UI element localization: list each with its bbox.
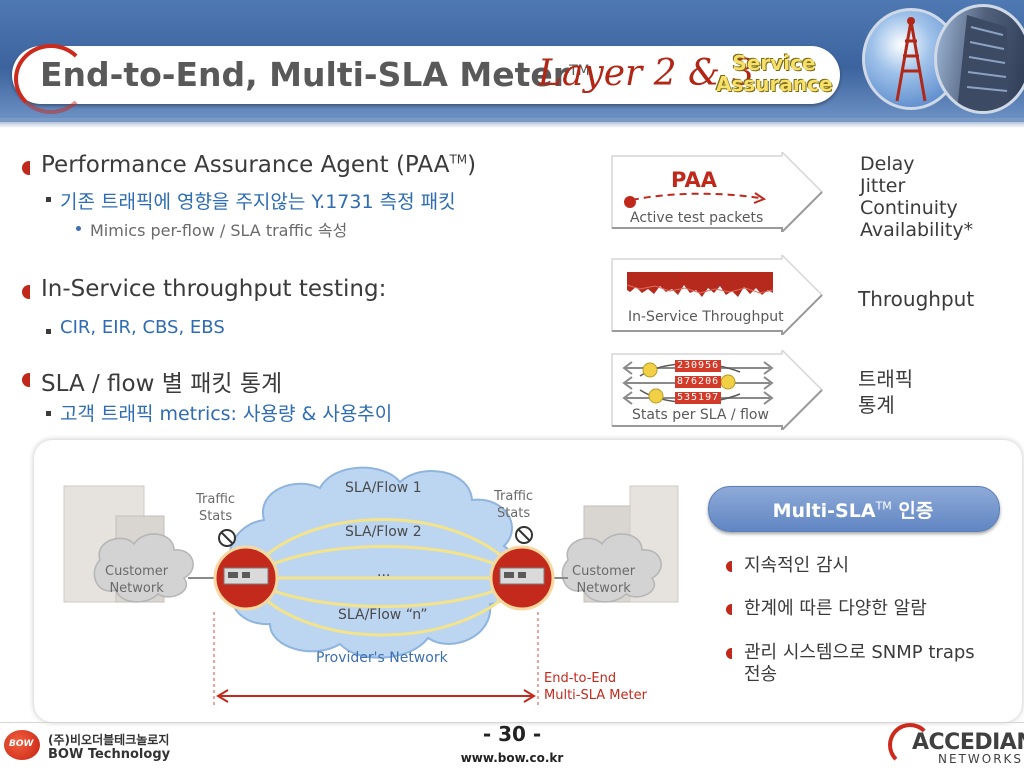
- bullet-marker: [726, 604, 732, 615]
- stats-result: 트래픽 통계: [858, 367, 914, 417]
- network-diagram: [63, 466, 679, 708]
- bullet-marker: [726, 561, 732, 572]
- multi-sla-item-3: 관리 시스템으로 SNMP traps 전송: [744, 642, 975, 685]
- paa-results: Delay Jitter Continuity Availability*: [860, 153, 974, 241]
- footer-url: www.bow.co.kr: [460, 751, 564, 765]
- bullet-sla-stats: SLA / flow 별 패킷 통계: [41, 371, 283, 397]
- company-name-korean: (주)비오더블테크놀로지: [48, 733, 170, 747]
- counter-3: 535197: [675, 392, 722, 404]
- throughput-arrow: [610, 255, 825, 335]
- throughput-caption: In-Service Throughput: [628, 309, 784, 325]
- partner-subtitle: NETWORKS: [938, 752, 1024, 766]
- bow-logo-icon: [4, 730, 40, 760]
- bow-logo-text: BOW: [9, 739, 34, 749]
- header-shadow: [0, 118, 1024, 128]
- counter-2: 876206: [675, 376, 722, 388]
- office-building-photo: [934, 4, 1024, 114]
- title-banner: [12, 46, 840, 104]
- sub-bullet-marker: [46, 411, 51, 416]
- multi-sla-title: Multi-SLATM 인증: [772, 499, 934, 522]
- bullet-throughput: In-Service throughput testing:: [41, 276, 387, 302]
- swirl-logo-icon: [14, 44, 88, 114]
- bullet-marker: [22, 161, 30, 175]
- layer-label: Layer 2 & 3: [538, 53, 755, 94]
- service-assurance-label: Service Assurance: [716, 51, 833, 96]
- throughput-result: Throughput: [858, 287, 975, 311]
- flow-ellipsis: ...: [377, 564, 391, 580]
- company-name-english: BOW Technology: [48, 747, 171, 762]
- bullet-throughput-sub: CIR, EIR, CBS, EBS: [60, 317, 225, 338]
- bullet-paa-subsub: Mimics per-flow / SLA traffic 속성: [90, 221, 348, 240]
- bullet-marker: [22, 285, 30, 299]
- bullet-sla-stats-sub: 고객 트래픽 metrics: 사용량 & 사용추이: [60, 403, 393, 425]
- sub-bullet-marker: [46, 329, 51, 334]
- sub-bullet-marker: [46, 197, 51, 202]
- bullet-paa-sub: 기존 트래픽에 영향을 주지않는 Y.1731 측정 패킷: [60, 191, 456, 213]
- page-number: - 30 -: [482, 722, 542, 746]
- paa-caption: Active test packets: [630, 210, 764, 226]
- paa-arrow: [610, 152, 825, 232]
- page-title: End-to-End, Multi-SLA MeterTM: [40, 55, 590, 94]
- counter-1: 230956: [675, 360, 722, 372]
- bullet-paa: Performance Assurance Agent (PAATM): [41, 152, 477, 178]
- paa-title: PAA: [671, 168, 717, 192]
- flow-1-label: SLA/Flow 1: [345, 480, 422, 496]
- stats-arrow: [610, 350, 825, 430]
- footer-divider: [0, 722, 1024, 723]
- flow-n-label: SLA/Flow “n”: [338, 607, 428, 623]
- multi-sla-banner: [708, 486, 1000, 532]
- sub-sub-bullet-marker: [76, 226, 81, 231]
- bullet-marker: [726, 648, 732, 659]
- bullet-marker: [22, 373, 30, 387]
- provider-network-label: Provider's Network: [316, 650, 448, 666]
- flow-2-label: SLA/Flow 2: [345, 524, 422, 540]
- multi-sla-item-2: 한계에 따른 다양한 알람: [744, 598, 927, 619]
- accedian-logo-icon: [888, 723, 932, 767]
- partner-name: ACCEDIAN: [912, 730, 1024, 755]
- multi-sla-item-1: 지속적인 감시: [744, 555, 850, 576]
- stats-caption: Stats per SLA / flow: [632, 407, 769, 423]
